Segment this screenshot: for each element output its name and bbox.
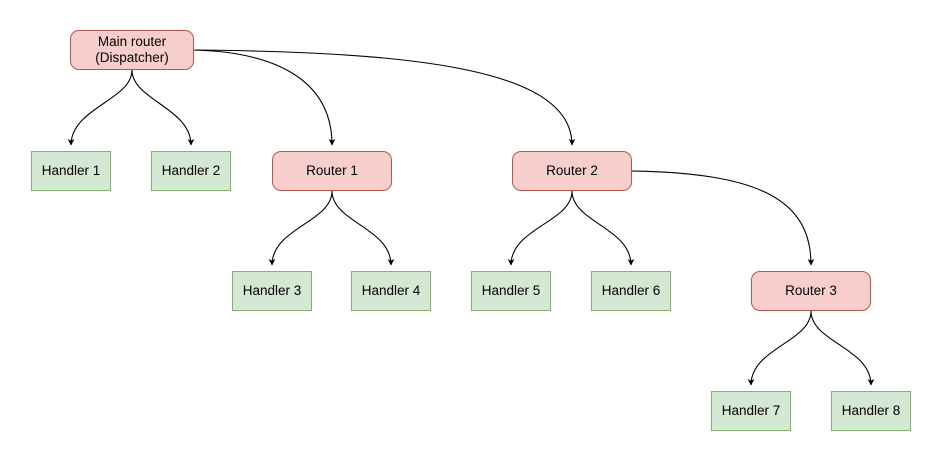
node-label-main-router: Main router (Dispatcher) — [95, 34, 169, 65]
node-handler-4[interactable]: Handler 4 — [351, 271, 431, 311]
node-handler-7[interactable]: Handler 7 — [711, 391, 791, 431]
edge-e-r1-h4 — [331, 190, 395, 266]
node-label-router-1: Router 1 — [306, 163, 358, 178]
node-main-router[interactable]: Main router (Dispatcher) — [70, 30, 194, 70]
edge-e-r3-h8 — [810, 310, 875, 386]
edge-e-r3-h7 — [747, 310, 812, 386]
node-label-handler-7: Handler 7 — [721, 403, 781, 418]
edge-e-r2-h5 — [507, 190, 573, 266]
edge-e-main-r1 — [193, 49, 336, 146]
node-label-handler-1: Handler 1 — [41, 163, 101, 178]
node-router-2[interactable]: Router 2 — [512, 151, 632, 191]
edge-e-main-h1 — [67, 69, 133, 146]
node-label-router-3: Router 3 — [785, 283, 837, 298]
node-label-handler-4: Handler 4 — [361, 283, 421, 298]
node-label-handler-5: Handler 5 — [481, 283, 541, 298]
node-label-handler-3: Handler 3 — [242, 283, 302, 298]
edge-e-r1-h3 — [268, 190, 333, 266]
node-handler-5[interactable]: Handler 5 — [471, 271, 551, 311]
edge-e-r2-r3 — [631, 170, 815, 266]
node-handler-1[interactable]: Handler 1 — [31, 151, 111, 191]
node-label-handler-2: Handler 2 — [161, 163, 221, 178]
node-router-3[interactable]: Router 3 — [751, 271, 871, 311]
node-handler-2[interactable]: Handler 2 — [151, 151, 231, 191]
edge-e-main-h2 — [131, 69, 195, 146]
node-handler-6[interactable]: Handler 6 — [591, 271, 671, 311]
edge-e-r2-h6 — [571, 190, 635, 266]
edge-e-main-r2 — [193, 49, 576, 146]
edge-group — [67, 49, 875, 386]
node-label-router-2: Router 2 — [546, 163, 598, 178]
node-handler-8[interactable]: Handler 8 — [831, 391, 911, 431]
node-handler-3[interactable]: Handler 3 — [232, 271, 312, 311]
node-label-handler-6: Handler 6 — [601, 283, 661, 298]
node-label-handler-8: Handler 8 — [841, 403, 901, 418]
node-router-1[interactable]: Router 1 — [272, 151, 392, 191]
